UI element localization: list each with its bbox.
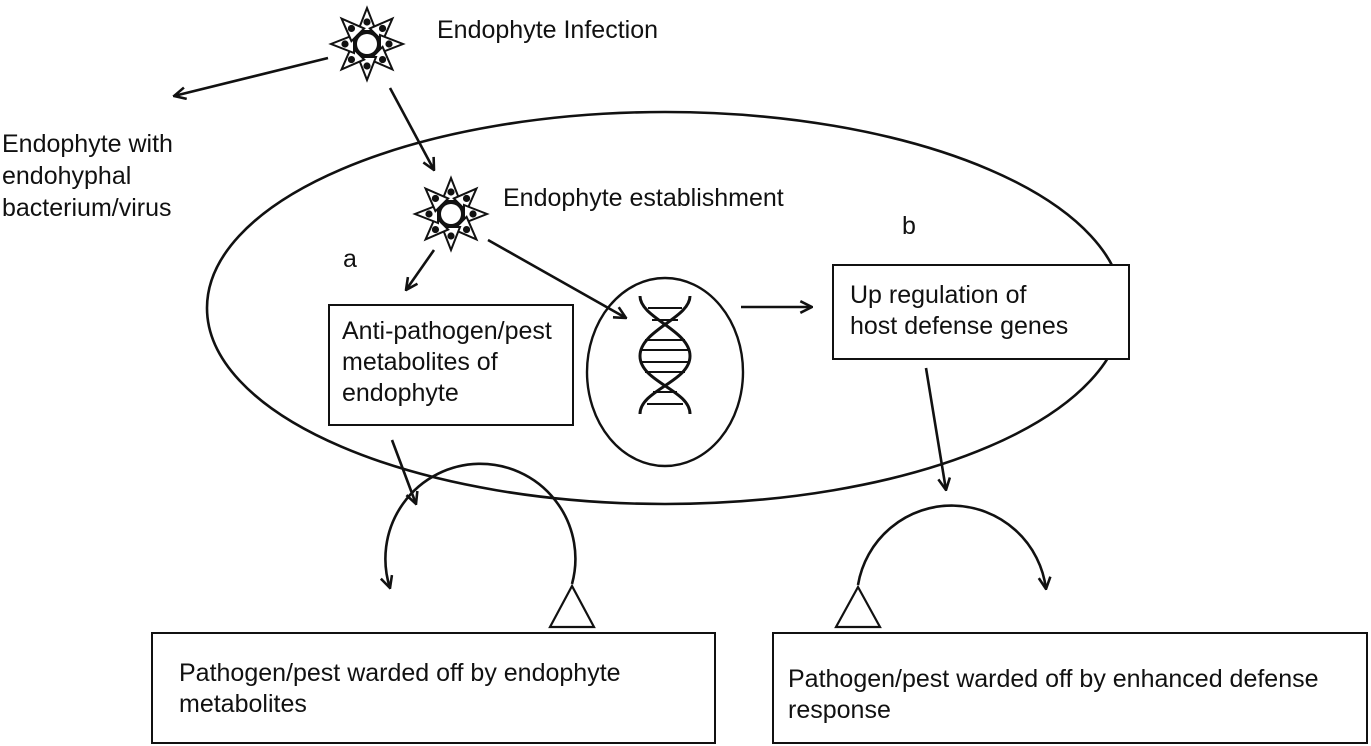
label-endophyte-establishment: Endophyte establishment xyxy=(503,184,784,212)
warded-metabolites-line1: Pathogen/pest warded off by endophyte xyxy=(179,659,621,687)
triangle-marker-right xyxy=(834,584,882,629)
nucleus-ellipse xyxy=(585,276,745,468)
metabolites-line2: metabolites of xyxy=(342,348,498,376)
arrow-establishment-to-nucleus xyxy=(487,238,626,318)
dna-helix-icon xyxy=(638,295,692,415)
metabolites-line1: Anti-pathogen/pest xyxy=(342,317,552,345)
warded-defense-line1: Pathogen/pest warded off by enhanced def… xyxy=(788,665,1319,693)
label-path-a: a xyxy=(343,245,357,273)
triangle-marker-left xyxy=(548,583,596,629)
warded-defense-line2: response xyxy=(788,696,891,724)
box-warded-off-defense: Pathogen/pest warded off by enhanced def… xyxy=(772,632,1368,744)
warded-metabolites-line2: metabolites xyxy=(179,690,307,718)
label-endophyte-infection: Endophyte Infection xyxy=(437,16,658,44)
arrow-infection-to-establishment xyxy=(388,87,434,170)
box-anti-pathogen-metabolites: Anti-pathogen/pest metabolites of endoph… xyxy=(328,304,574,426)
label-endohyphal-line2: endohyphal xyxy=(2,162,132,190)
curved-deflect-arrow-icon-left xyxy=(385,462,577,588)
metabolites-line3: endophyte xyxy=(342,379,459,407)
arrow-establishment-to-metabolites xyxy=(406,249,436,290)
label-endohyphal-line1: Endophyte with xyxy=(2,130,173,158)
endophyte-infection-icon xyxy=(328,5,406,83)
endophyte-establishment-icon xyxy=(412,175,490,253)
label-path-b: b xyxy=(902,212,916,240)
arrow-upregulation-down xyxy=(924,367,946,490)
arrow-to-endohyphal xyxy=(174,56,329,96)
label-endohyphal-line3: bacterium/virus xyxy=(2,194,172,222)
upregulation-line2: host defense genes xyxy=(850,312,1069,340)
box-up-regulation: Up regulation of host defense genes xyxy=(832,264,1130,360)
box-warded-off-metabolites: Pathogen/pest warded off by endophyte me… xyxy=(151,632,716,744)
upregulation-line1: Up regulation of xyxy=(850,281,1027,309)
curved-deflect-arrow-icon-right xyxy=(856,504,1046,589)
